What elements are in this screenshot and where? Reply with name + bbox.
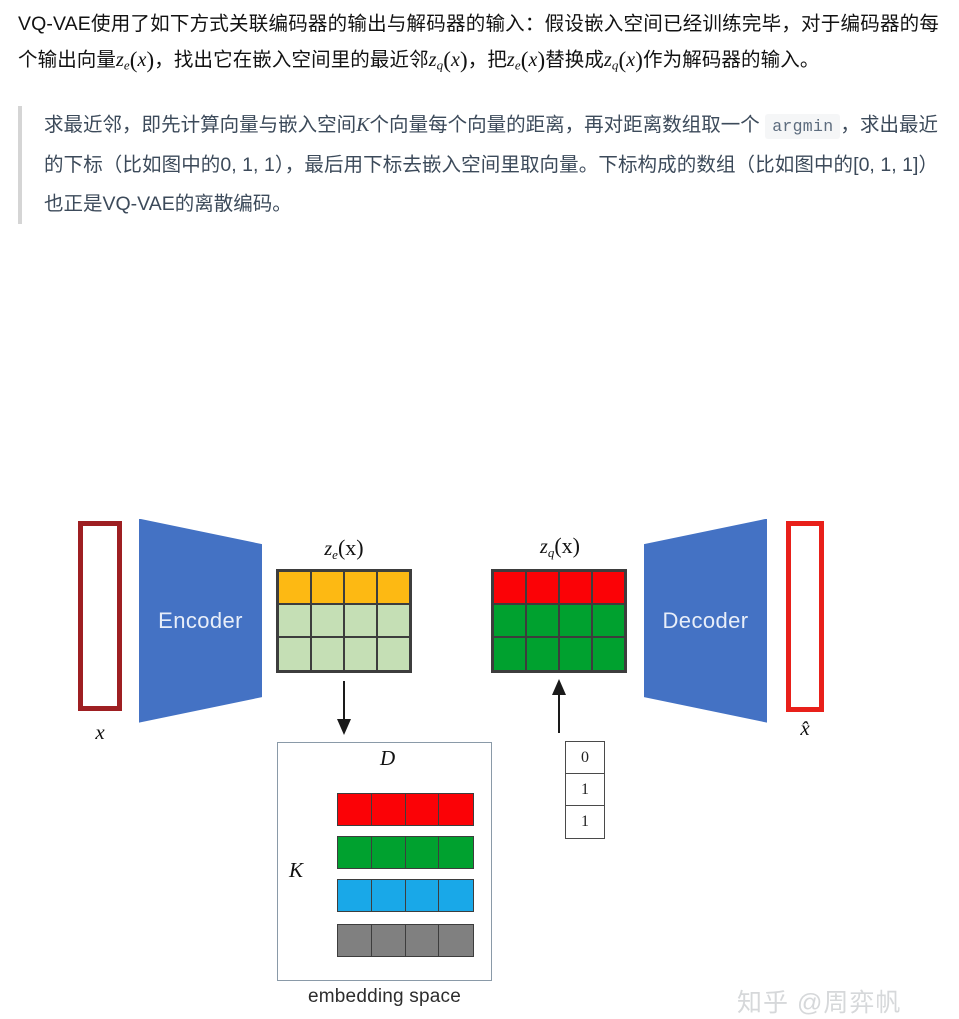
grid-cell	[311, 603, 344, 638]
paragraph-intro: VQ-VAE使用了如下方式关联编码器的输出与解码器的输入：假设嵌入空间已经训练完…	[18, 6, 939, 84]
ze-arg: (x)	[337, 534, 364, 560]
codebook-row	[337, 792, 474, 826]
grid-cell	[344, 570, 377, 604]
codebook-row	[337, 878, 474, 912]
codebook-cell	[338, 924, 372, 956]
blockquote-paragraph: 求最近邻，即先计算向量与嵌入空间K个向量每个向量的距离，再对距离数组取一个 ar…	[44, 106, 938, 224]
decoder-label: Decoder	[662, 607, 749, 633]
paragraph-intro-text-5: 作为解码器的输入。	[643, 49, 820, 71]
codebook-cell	[439, 879, 473, 911]
paragraph-intro-text: VQ-VAE使用了如下方式关联编码器的输出与解码器的输入：假设嵌入空间已经训练完…	[18, 13, 939, 71]
grid-cell	[377, 570, 410, 604]
input-image-box	[78, 520, 122, 711]
arrow-index-to-zq	[552, 678, 566, 733]
blockquote-text-mid: 个向量每个向量的距离，再对距离数组取一个	[369, 113, 760, 136]
paragraph-intro-text-4: 替换成	[545, 49, 605, 71]
codebook-cell	[439, 793, 473, 825]
embedding-space-caption: embedding space	[308, 985, 461, 1007]
grid-cell	[559, 570, 592, 604]
grid-cell	[278, 637, 311, 671]
grid-cell	[493, 570, 526, 604]
ze-label: ze(x)	[284, 535, 404, 563]
ze-label-math: ze(x)	[324, 534, 364, 562]
dimension-label-k: K	[289, 857, 304, 882]
codebook-cell	[439, 836, 473, 868]
ze-subscript: e	[332, 546, 338, 562]
codebook-cell	[338, 879, 372, 911]
grid-cell	[311, 637, 344, 671]
codebook-cell	[405, 879, 440, 911]
article-body: VQ-VAE使用了如下方式关联编码器的输出与解码器的输入：假设嵌入空间已经训练完…	[0, 0, 959, 84]
codebook-cell	[405, 793, 440, 825]
codebook-cell	[405, 924, 440, 956]
grid-cell	[592, 637, 625, 671]
output-label: x̂	[800, 715, 810, 740]
grid-cell	[526, 570, 559, 604]
input-label: x	[95, 719, 105, 744]
index-cell: 1	[566, 774, 604, 806]
index-cell: 1	[581, 812, 589, 830]
math-k-symbol: K	[356, 113, 370, 136]
encoder-label: Encoder	[158, 607, 243, 633]
zq-label-math: zq(x)	[540, 532, 580, 560]
grid-cell	[526, 603, 559, 638]
zq-subscript: q	[547, 544, 555, 560]
blockquote: 求最近邻，即先计算向量与嵌入空间K个向量每个向量的距离，再对距离数组取一个 ar…	[18, 105, 938, 224]
codebook-row	[337, 835, 474, 869]
grid-cell	[592, 603, 625, 638]
codebook-cell	[371, 793, 406, 825]
grid-cell	[344, 637, 377, 671]
grid-cell	[377, 603, 410, 638]
codebook-cell	[371, 879, 406, 911]
grid-cell	[311, 570, 344, 604]
ze-grid	[276, 568, 412, 673]
math-zq-1: zq(x)	[428, 47, 468, 73]
grid-cell	[344, 603, 377, 638]
decoder-block: Decoder	[644, 518, 767, 723]
output-image-box	[786, 520, 824, 712]
codebook-cell	[338, 793, 372, 825]
watermark: 知乎 @周弈帆	[737, 988, 902, 1017]
codebook-cell	[371, 836, 406, 868]
math-zq-2: zq(x)	[604, 47, 644, 73]
grid-cell	[526, 637, 559, 671]
codebook-row	[337, 923, 474, 957]
paragraph-intro-text-2: ，找出它在嵌入空间里的最近邻	[154, 49, 429, 71]
zq-arg: (x)	[554, 532, 580, 558]
grid-cell	[278, 603, 311, 638]
math-ze-2: ze(x)	[506, 47, 546, 73]
blockquote-text-before: 求最近邻，即先计算向量与嵌入空间	[44, 113, 357, 136]
grid-cell	[377, 637, 410, 671]
grid-cell	[559, 603, 592, 638]
math-ze-1: ze(x)	[116, 47, 155, 73]
codebook-cell	[338, 836, 372, 868]
codebook-cell	[405, 836, 440, 868]
vqvae-diagram: x Encoder ze(x) zq(x) Decoder x̂ D K emb…	[0, 238, 959, 1017]
codebook-cell	[439, 924, 473, 956]
blockquote-text-after: ，求出最近的下标（比如图中的0, 1, 1），最后用下标去嵌入空间里取向量。下标…	[44, 113, 938, 215]
codebook-cell	[371, 924, 406, 956]
grid-cell	[592, 570, 625, 604]
inline-code-argmin: argmin	[765, 113, 841, 139]
paragraph-intro-text-3: ，把	[467, 49, 507, 71]
grid-cell	[278, 570, 311, 604]
zq-grid	[491, 568, 627, 673]
dimension-label-d: D	[380, 745, 396, 770]
index-cell: 0	[566, 742, 604, 774]
grid-cell	[493, 603, 526, 638]
zq-label: zq(x)	[500, 533, 620, 561]
grid-cell	[559, 637, 592, 671]
grid-cell	[493, 637, 526, 671]
encoder-block: Encoder	[139, 518, 262, 723]
arrow-ze-to-embedding	[337, 680, 351, 735]
